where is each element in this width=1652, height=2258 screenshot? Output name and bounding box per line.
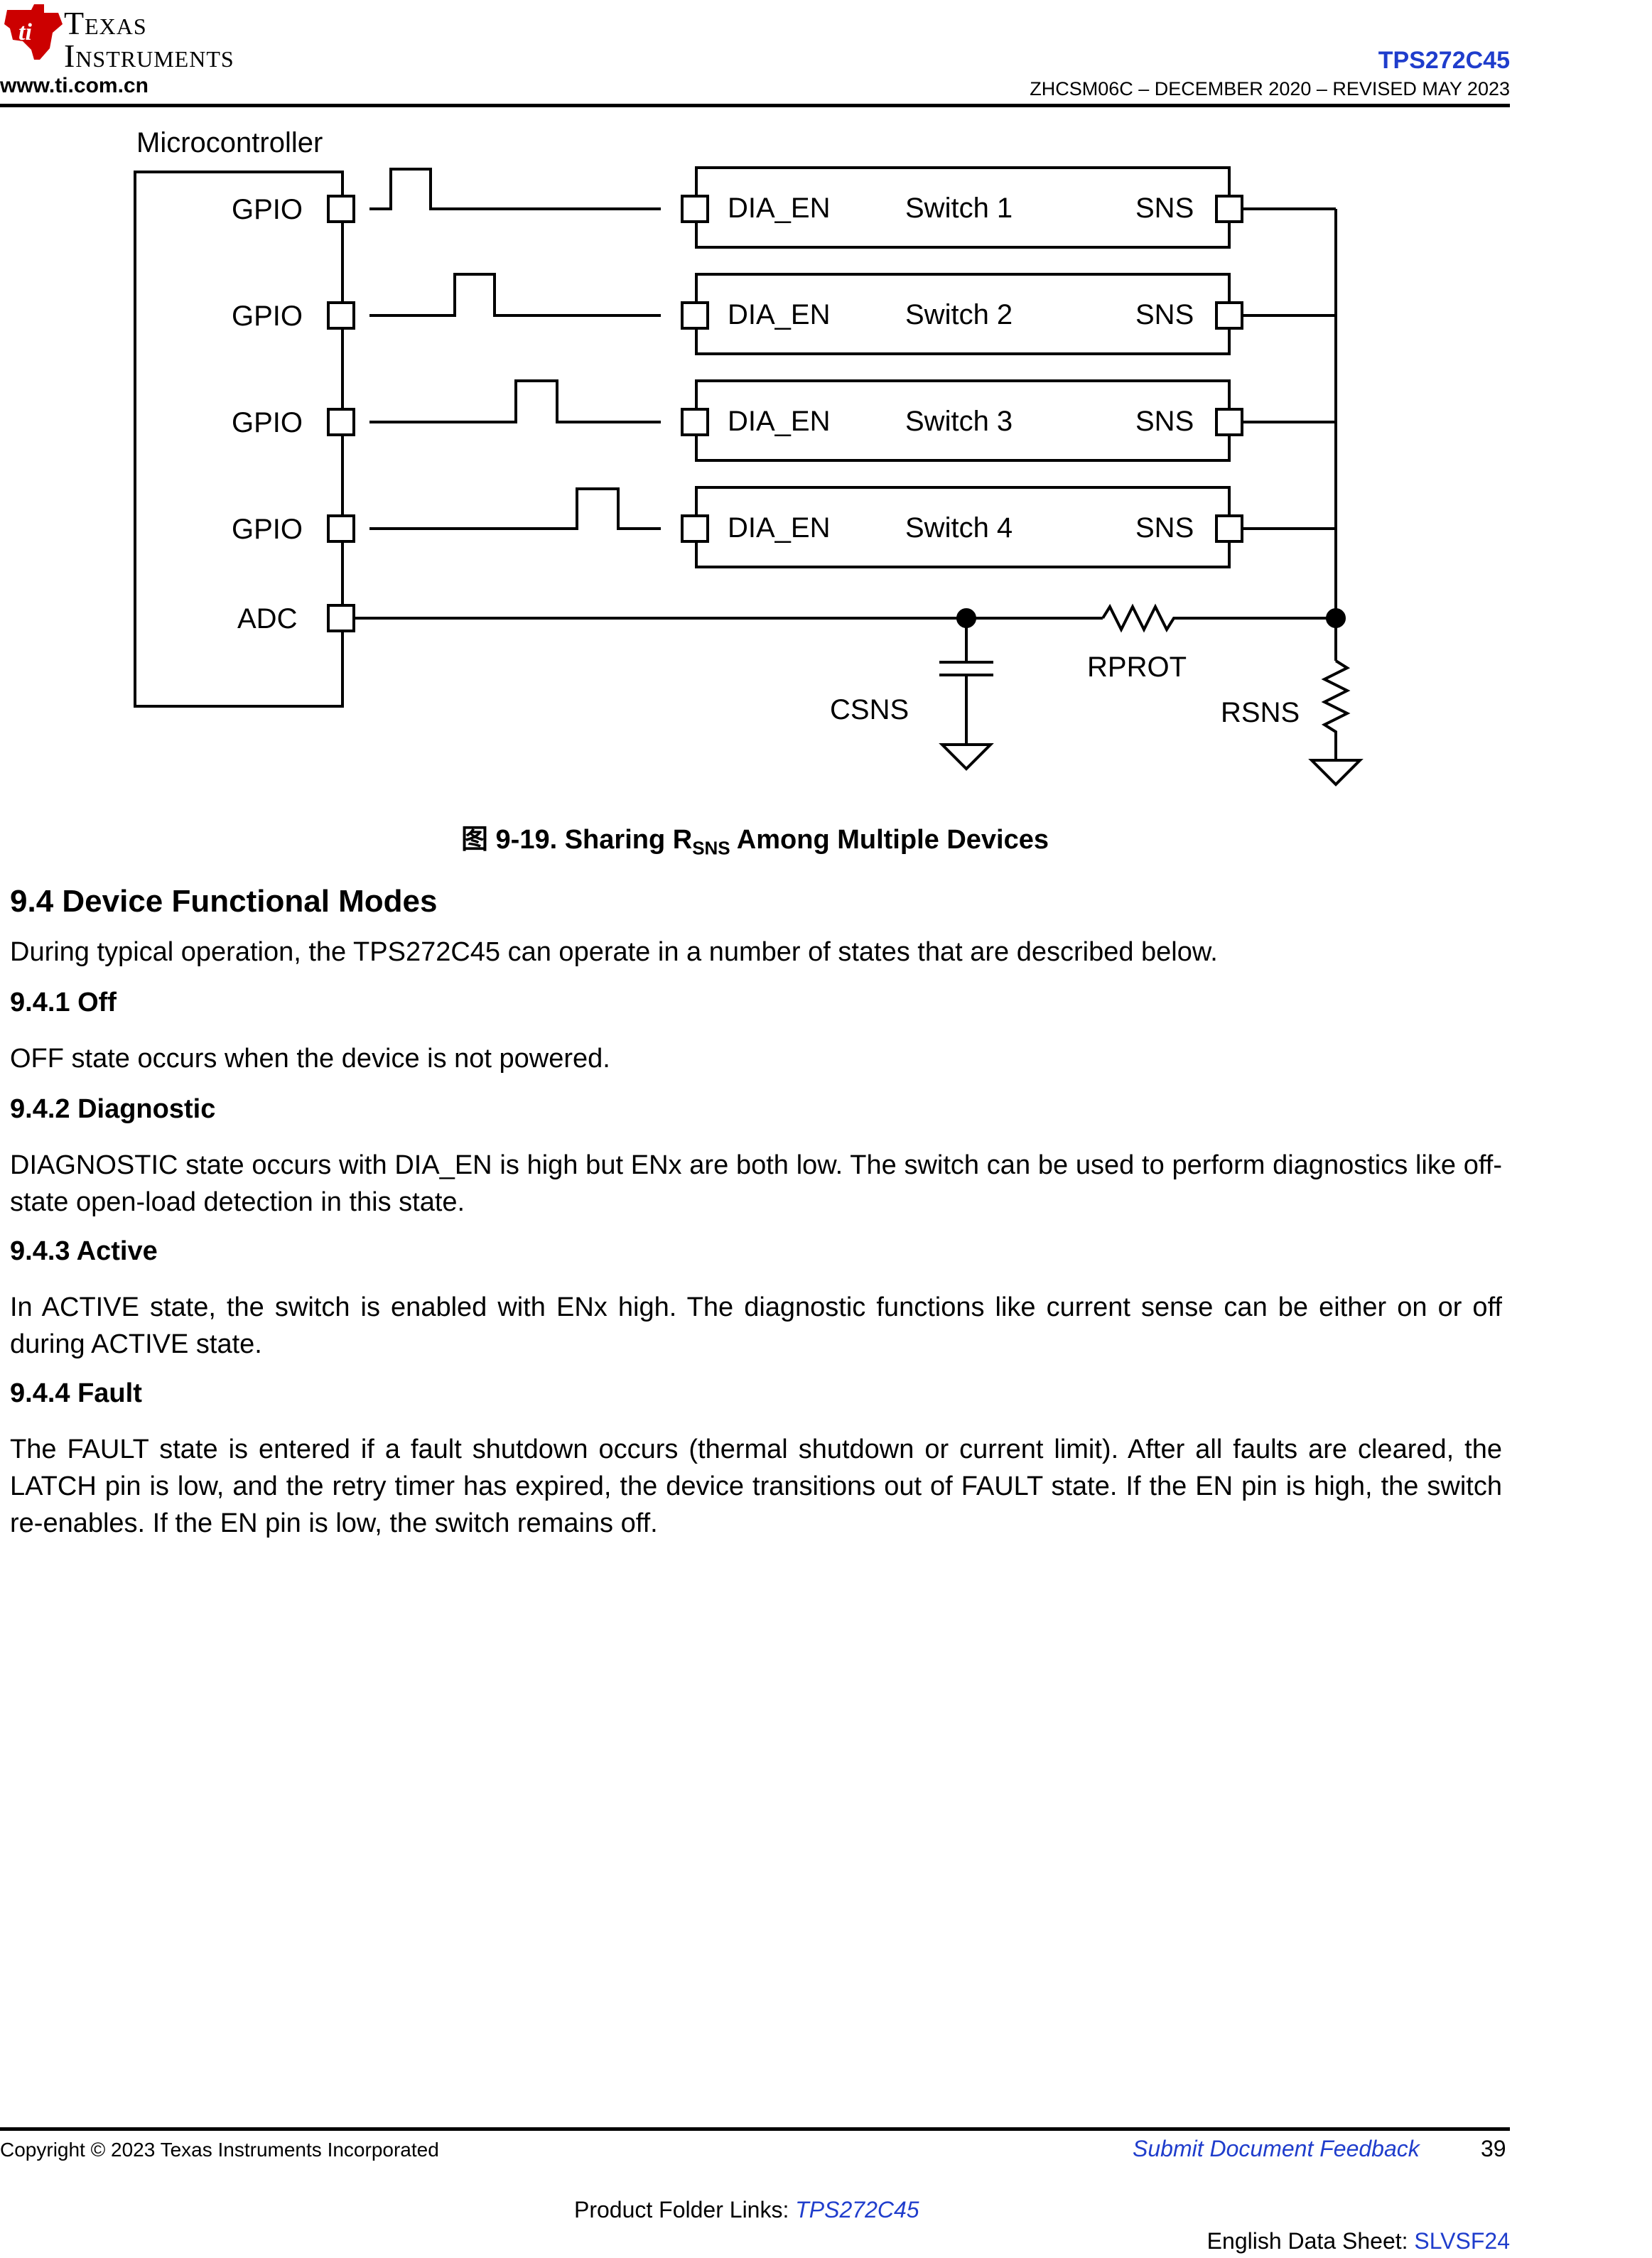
switch-4-in: DIA_EN bbox=[728, 512, 831, 544]
rsns-resistor bbox=[1321, 659, 1351, 760]
mcu-box bbox=[134, 171, 344, 708]
copyright: Copyright © 2023 Texas Instruments Incor… bbox=[0, 2139, 439, 2161]
website-link[interactable]: www.ti.com.cn bbox=[0, 74, 149, 97]
gpio-label-3: GPIO bbox=[232, 407, 303, 438]
csns-label: CSNS bbox=[830, 694, 909, 725]
page-number: 39 bbox=[1481, 2136, 1506, 2161]
caption-subscript: SNS bbox=[692, 837, 730, 859]
gpio-label-4: GPIO bbox=[232, 514, 303, 545]
switch-3-name: Switch 3 bbox=[905, 406, 1013, 437]
brand-line-1: Texas bbox=[64, 5, 147, 41]
feedback-link[interactable]: Submit Document Feedback bbox=[1133, 2136, 1420, 2161]
ti-logo-icon: ti bbox=[3, 3, 64, 61]
diagnostic-paragraph: DIAGNOSTIC state occurs with DIA_EN is h… bbox=[10, 1150, 1502, 1217]
mcu-label: Microcontroller bbox=[136, 127, 323, 158]
english-data-sheet: English Data Sheet: SLVSF24 bbox=[1207, 2228, 1510, 2254]
gpio-pin-4 bbox=[327, 514, 355, 543]
gpio-label-1: GPIO bbox=[232, 194, 303, 225]
active-paragraph: In ACTIVE state, the switch is enabled w… bbox=[10, 1292, 1502, 1359]
header-rule bbox=[0, 104, 1510, 107]
switch-2-out: SNS bbox=[1135, 299, 1194, 330]
switch-2-name: Switch 2 bbox=[905, 299, 1013, 330]
english-sheet-link[interactable]: SLVSF24 bbox=[1414, 2228, 1510, 2254]
caption-prefix: 图 9-19. Sharing R bbox=[460, 825, 693, 855]
sense-network: RPROT CSNS RSNS bbox=[354, 207, 1364, 787]
diagnostic-heading: 9.4.2 Diagnostic bbox=[10, 1094, 216, 1124]
intro-paragraph: During typical operation, the TPS272C45 … bbox=[10, 937, 1218, 967]
switch-2-in: DIA_EN bbox=[728, 299, 831, 330]
switch-1-out: SNS bbox=[1135, 193, 1194, 224]
schematic-figure: Microcontroller GPIO GPIO GPIO GPIO ADC bbox=[134, 127, 1364, 787]
switch-blocks: DIA_EN Switch 1 SNS DIA_EN Switch 2 SNS … bbox=[681, 166, 1243, 568]
product-folder-label: Product Folder Links: bbox=[574, 2197, 796, 2222]
brand-line-2: Instruments bbox=[64, 38, 234, 74]
off-heading: 9.4.1 Off bbox=[10, 988, 117, 1017]
part-number-link[interactable]: TPS272C45 bbox=[1378, 47, 1510, 74]
adc-label: ADC bbox=[237, 603, 297, 634]
product-folder-links: Product Folder Links: TPS272C45 bbox=[574, 2197, 919, 2223]
english-sheet-label: English Data Sheet: bbox=[1206, 2228, 1415, 2254]
section-title: 9.4 Device Functional Modes bbox=[10, 884, 438, 919]
gpio-pin-3 bbox=[327, 408, 355, 436]
footer-rule bbox=[0, 2127, 1510, 2131]
svg-text:ti: ti bbox=[18, 19, 32, 45]
switch-3-out: SNS bbox=[1135, 406, 1194, 437]
switch-1-name: Switch 1 bbox=[905, 193, 1013, 224]
switch-1-in: DIA_EN bbox=[728, 193, 831, 224]
gpio-label-2: GPIO bbox=[232, 301, 303, 332]
gpio-pin-1 bbox=[327, 195, 355, 223]
switch-4-name: Switch 4 bbox=[905, 512, 1013, 544]
off-paragraph: OFF state occurs when the device is not … bbox=[10, 1044, 610, 1074]
product-folder-link[interactable]: TPS272C45 bbox=[795, 2197, 919, 2222]
gpio-pin-2 bbox=[327, 301, 355, 330]
fault-paragraph: The FAULT state is entered if a fault sh… bbox=[10, 1435, 1502, 1538]
pulse-signals bbox=[369, 168, 661, 530]
fault-heading: 9.4.4 Fault bbox=[10, 1378, 142, 1408]
csns-ground-icon bbox=[939, 743, 994, 771]
rprot-label: RPROT bbox=[1087, 652, 1187, 683]
document-id: ZHCSM06C – DECEMBER 2020 – REVISED MAY 2… bbox=[1030, 78, 1510, 99]
brand-wordmark: Texas Instruments bbox=[64, 7, 234, 72]
rsns-ground-icon bbox=[1308, 759, 1364, 787]
rsns-label: RSNS bbox=[1221, 697, 1300, 728]
gpio-pins: GPIO GPIO GPIO GPIO ADC bbox=[232, 194, 355, 634]
active-heading: 9.4.3 Active bbox=[10, 1236, 158, 1266]
switch-4-out: SNS bbox=[1135, 512, 1194, 544]
caption-suffix: Among Multiple Devices bbox=[730, 825, 1049, 855]
rprot-resistor bbox=[1101, 603, 1336, 633]
figure-caption: 图 9-19. Sharing RSNS Among Multiple Devi… bbox=[0, 817, 1510, 860]
adc-pin bbox=[327, 604, 355, 632]
switch-3-in: DIA_EN bbox=[728, 406, 831, 437]
